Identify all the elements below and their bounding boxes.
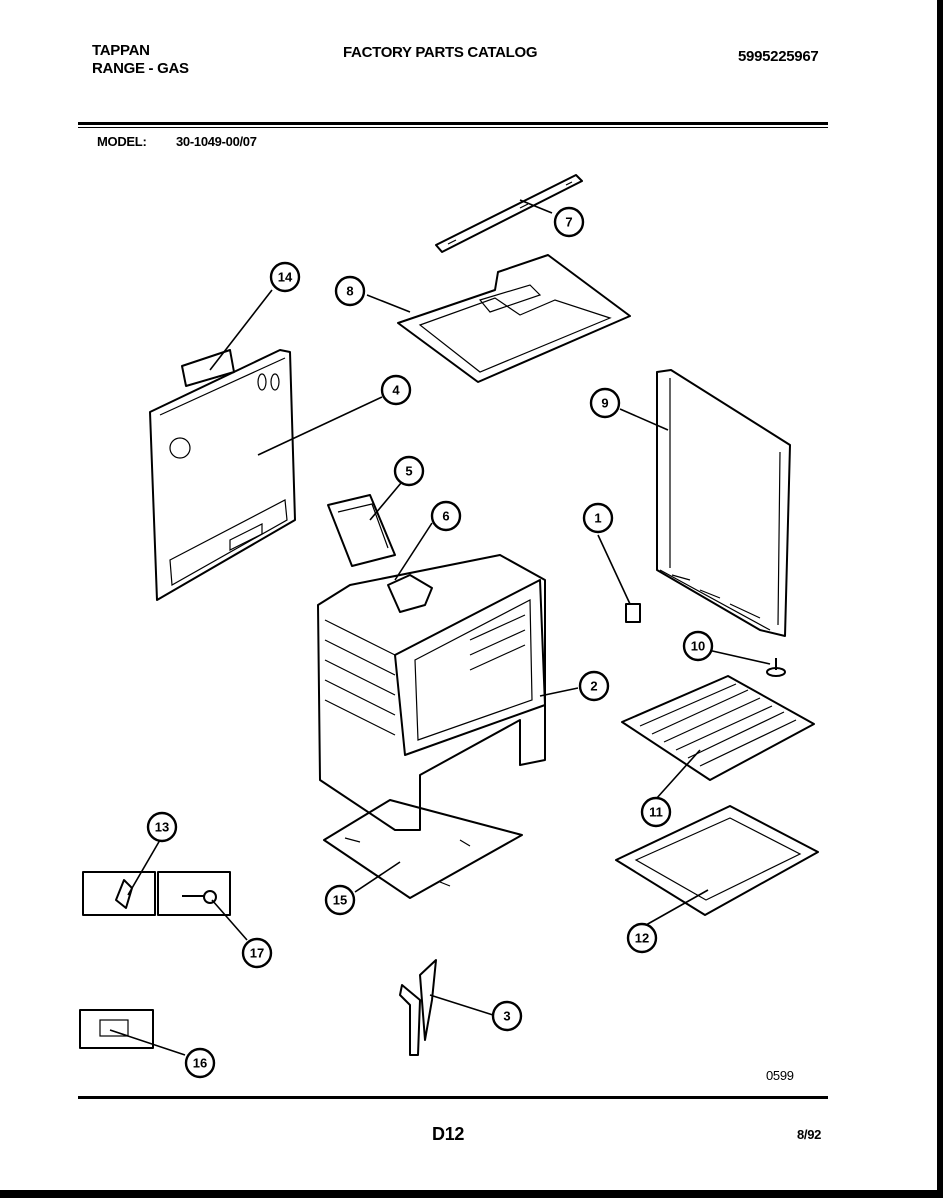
callout-14-label: 14 xyxy=(278,270,293,285)
callout-6: 6 xyxy=(430,500,462,532)
callout-6-label: 6 xyxy=(442,509,449,524)
part-back-panel xyxy=(149,349,296,601)
callout-15-label: 15 xyxy=(333,893,347,908)
callout-12: 12 xyxy=(626,922,658,954)
catalog-number: 5995225967 xyxy=(738,48,819,65)
callout-10-label: 10 xyxy=(691,639,705,654)
part-top-trim xyxy=(435,174,583,253)
callout-13: 13 xyxy=(146,811,178,843)
callout-11: 11 xyxy=(640,796,672,828)
brand-name: TAPPAN xyxy=(92,42,150,59)
part-cooktop-panel xyxy=(397,254,631,383)
callout-12-label: 12 xyxy=(635,931,649,946)
callout-8-label: 8 xyxy=(346,284,353,299)
callout-2: 2 xyxy=(578,670,610,702)
part-valve xyxy=(387,574,433,613)
callout-4: 4 xyxy=(380,374,412,406)
callout-1-label: 1 xyxy=(594,511,601,526)
callout-9: 9 xyxy=(589,387,621,419)
part-broiler-pan xyxy=(615,805,819,916)
part-bottom-panel xyxy=(323,799,523,899)
part-screw-box xyxy=(157,871,231,916)
callout-7-label: 7 xyxy=(565,215,572,230)
part-oven-body xyxy=(317,554,546,831)
part-side-panel xyxy=(656,369,791,637)
header-rule-thin xyxy=(78,127,828,128)
part-bracket xyxy=(181,349,235,387)
callout-5: 5 xyxy=(393,455,425,487)
catalog-title: FACTORY PARTS CATALOG xyxy=(343,44,538,61)
part-leveling-leg xyxy=(766,658,786,677)
callout-2-label: 2 xyxy=(590,679,597,694)
part-clip-box xyxy=(82,871,156,916)
product-type: RANGE - GAS xyxy=(92,60,189,77)
part-oven-rack xyxy=(621,675,815,781)
callout-4-label: 4 xyxy=(392,383,400,398)
part-door-hinge xyxy=(399,959,437,1056)
callout-9-label: 9 xyxy=(601,396,608,411)
header-rule xyxy=(78,122,828,125)
callout-3-label: 3 xyxy=(503,1009,510,1024)
print-date: 8/92 xyxy=(797,1127,822,1142)
model-label: MODEL: xyxy=(97,134,147,149)
callout-16: 16 xyxy=(184,1047,216,1079)
callout-11-label: 11 xyxy=(649,805,663,820)
callout-8: 8 xyxy=(334,275,366,307)
part-burner-box xyxy=(327,494,396,567)
callout-14: 14 xyxy=(269,261,301,293)
callout-15: 15 xyxy=(324,884,356,916)
callout-1: 1 xyxy=(582,502,614,534)
part-plate-box xyxy=(79,1009,154,1049)
callout-16-label: 16 xyxy=(193,1056,207,1071)
callout-7: 7 xyxy=(553,206,585,238)
callout-10: 10 xyxy=(682,630,714,662)
footer-rule xyxy=(78,1096,828,1099)
callout-13-label: 13 xyxy=(155,820,169,835)
callout-3: 3 xyxy=(491,1000,523,1032)
callout-5-label: 5 xyxy=(405,464,412,479)
part-switch xyxy=(625,603,641,623)
page-code: D12 xyxy=(432,1124,465,1144)
leader-lines xyxy=(109,199,771,1056)
model-number: 30-1049-00/07 xyxy=(176,134,257,149)
callout-17: 17 xyxy=(241,937,273,969)
callout-17-label: 17 xyxy=(250,946,264,961)
brand-header: TAPPAN RANGE - GAS xyxy=(92,42,189,78)
diagram-code: 0599 xyxy=(766,1068,794,1083)
